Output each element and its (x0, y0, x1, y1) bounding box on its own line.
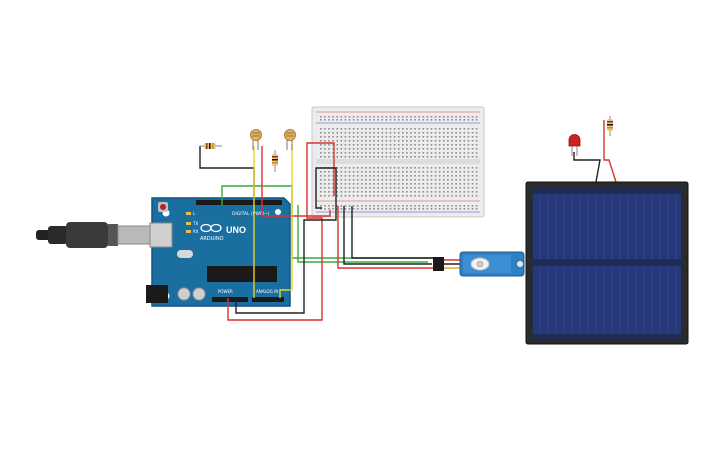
breadboard-holes (320, 116, 478, 210)
red-wire (227, 142, 335, 321)
servo-connector (433, 257, 444, 271)
black-wire (235, 167, 337, 314)
atmega-chip (207, 266, 277, 282)
usb-jack (149, 222, 173, 248)
yellow-wire (279, 144, 293, 298)
l-label: L (193, 211, 196, 216)
uno-label: UNO (226, 225, 246, 235)
resistor[interactable] (272, 150, 278, 172)
arduino-brand: ARDUINO (200, 236, 224, 242)
power-jack (146, 285, 168, 303)
solar-cell-grid (539, 194, 677, 334)
analog-header (252, 297, 284, 302)
solar-panel[interactable] (525, 181, 689, 345)
arduino-logo (200, 223, 222, 233)
red-wire (337, 206, 436, 269)
rx-label: RX (193, 229, 199, 234)
mounting-hole (275, 209, 281, 215)
power-header (212, 297, 248, 302)
digital-header (196, 200, 282, 205)
black-wire (351, 206, 436, 259)
crystal (177, 250, 193, 258)
capacitor (192, 287, 206, 301)
black-wire (199, 146, 255, 205)
power-label: POWER (218, 289, 233, 294)
breadboard[interactable] (311, 106, 485, 218)
analog-label: ANALOG IN (256, 289, 278, 294)
red-wire (603, 120, 617, 183)
digital-label: DIGITAL (PWM~) (232, 211, 270, 217)
led[interactable] (568, 134, 581, 157)
servo-motor[interactable] (433, 251, 525, 277)
black-wire (573, 152, 601, 183)
resistor[interactable] (200, 143, 222, 149)
photoresistor[interactable] (250, 129, 262, 151)
wires (199, 120, 617, 321)
arduino-uno-board[interactable]: L TX RX DIGITAL (PWM~) ARDUINO UNO POWER… (146, 197, 291, 307)
tx-label: TX (192, 221, 198, 226)
photoresistor[interactable] (284, 129, 296, 151)
green-wire (297, 205, 428, 263)
red-wire (261, 146, 331, 217)
capacitor (177, 287, 191, 301)
usb-cable[interactable] (36, 222, 155, 248)
black-wire (343, 206, 432, 265)
resistor[interactable] (607, 116, 613, 136)
